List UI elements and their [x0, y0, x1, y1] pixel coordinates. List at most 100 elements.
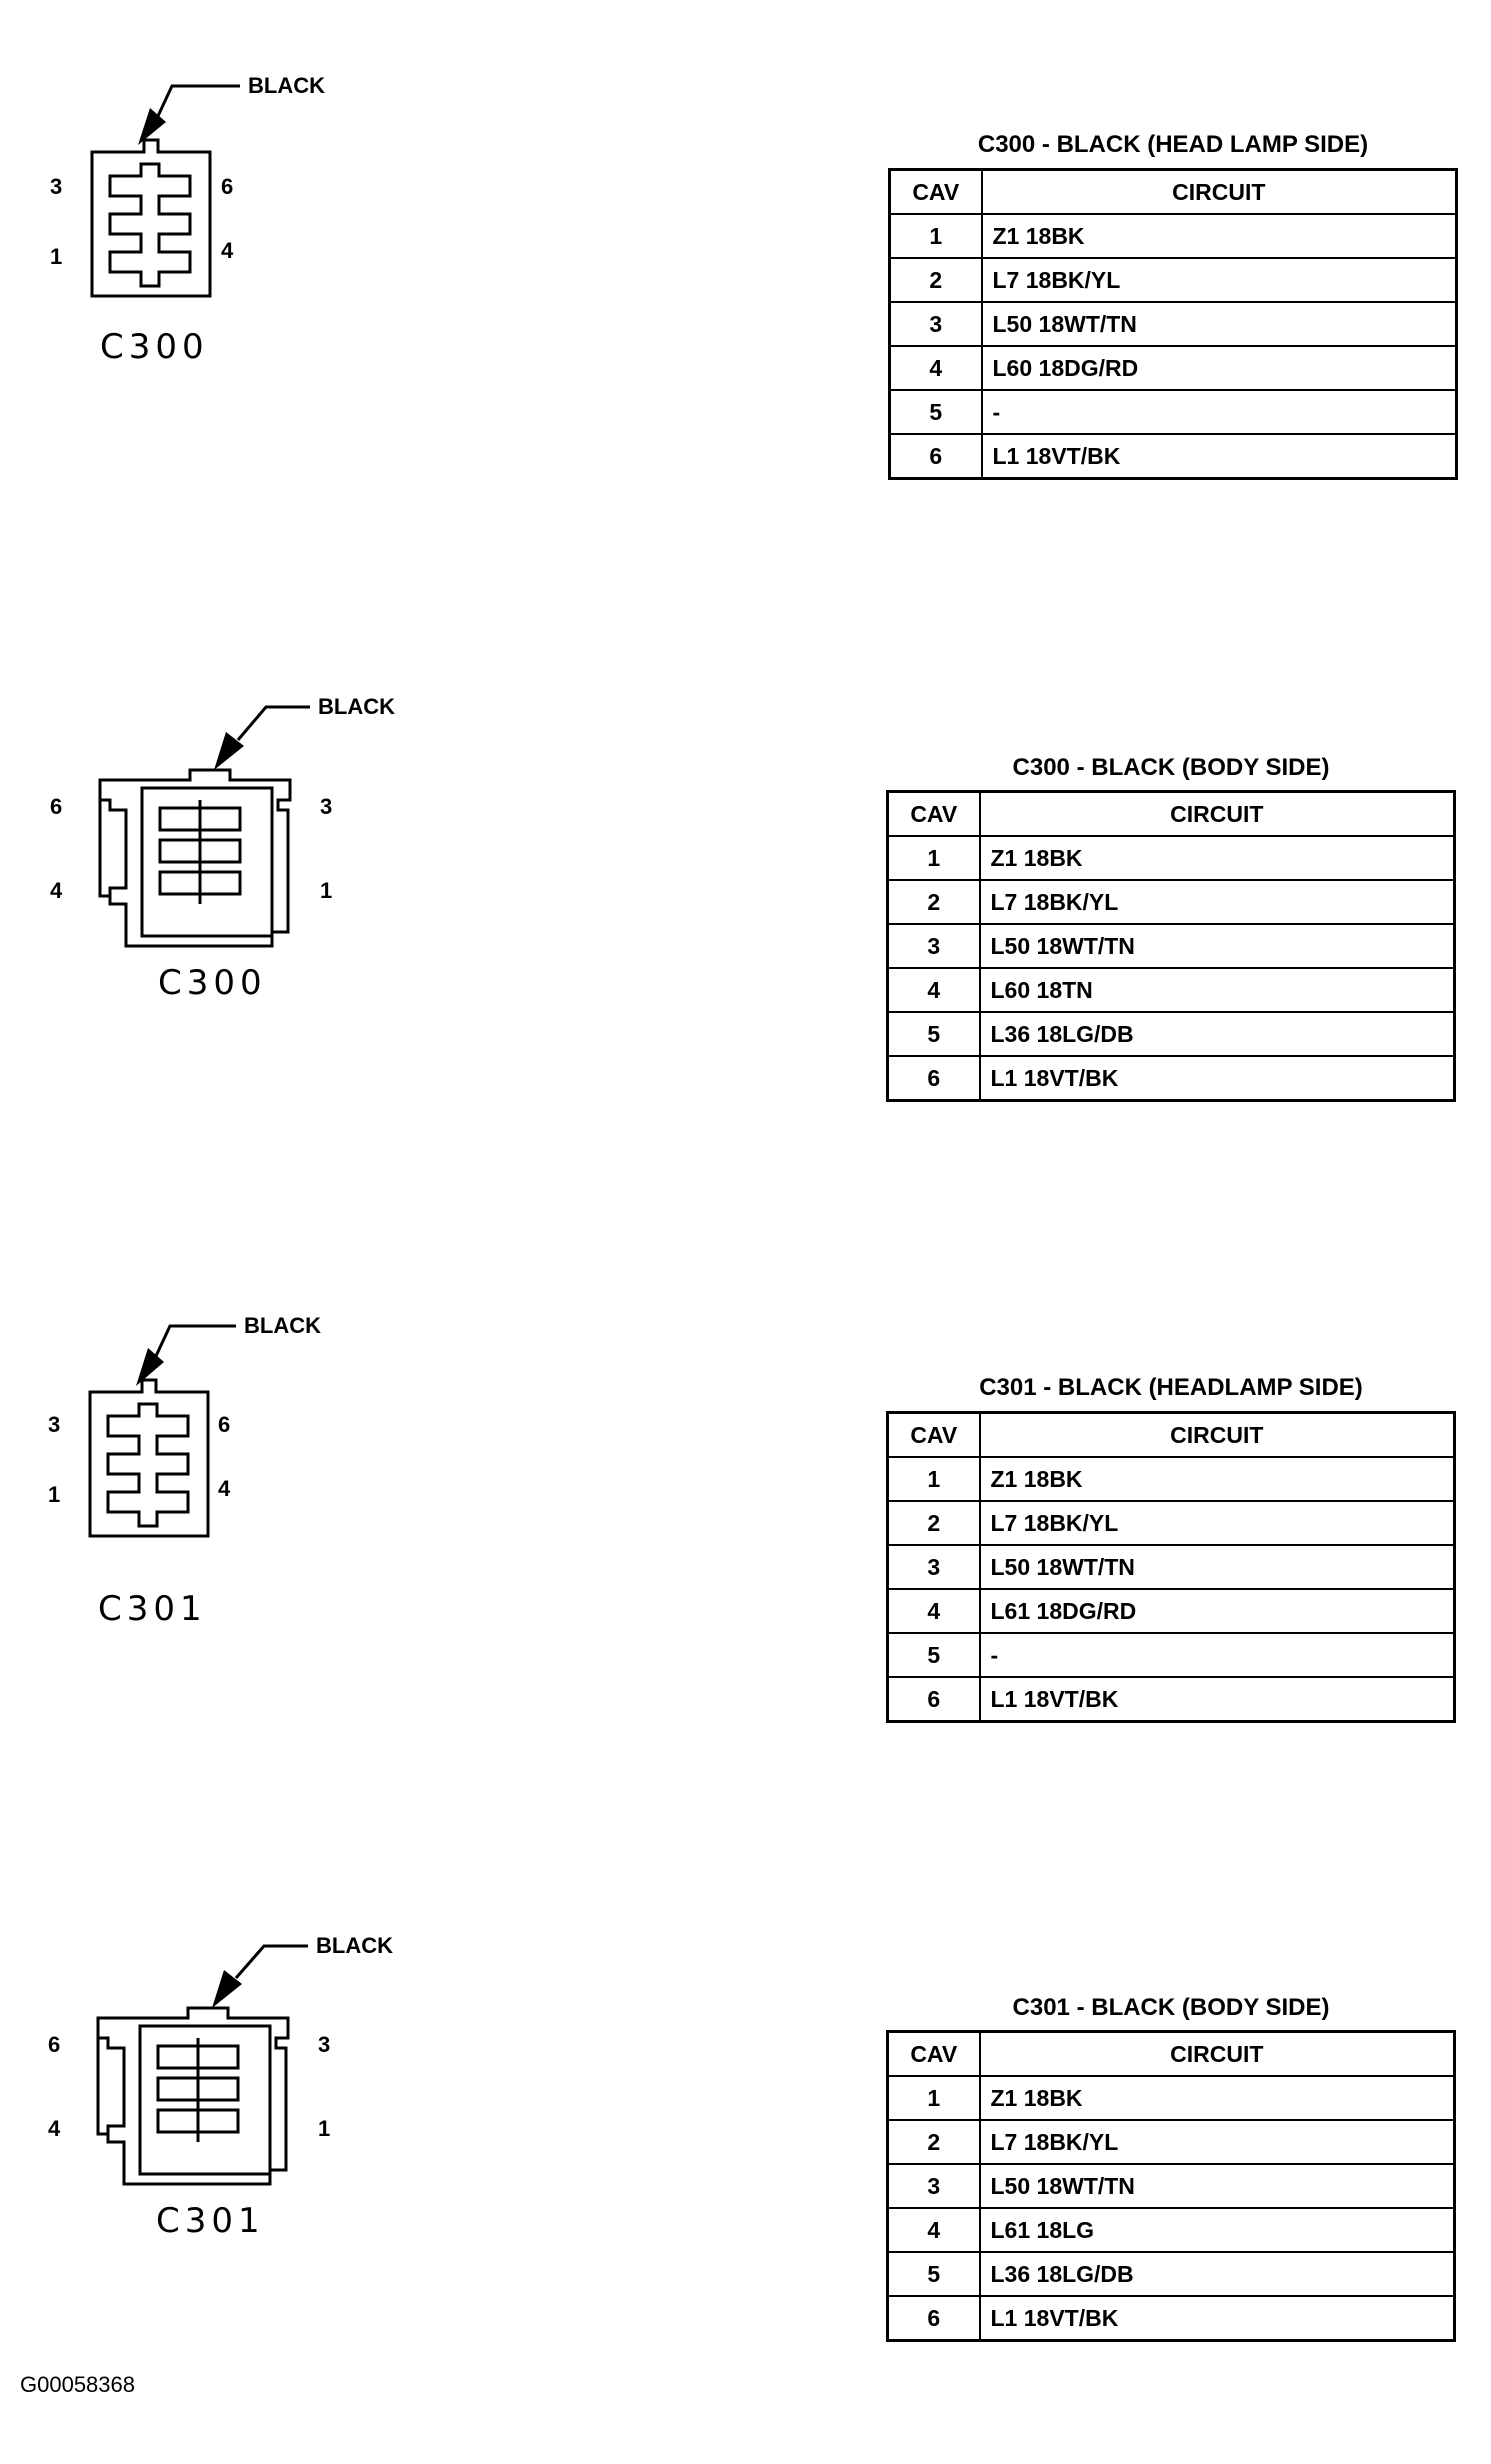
circuit-header: CIRCUIT — [978, 790, 1456, 837]
circuit-cell: L7 18BK/YL — [978, 1500, 1456, 1546]
circuit-cell: L50 18WT/TN — [980, 301, 1458, 347]
pin-label: 4 — [218, 1476, 231, 1501]
cav-cell: 3 — [886, 1544, 981, 1590]
table-row: 5- — [888, 389, 1458, 435]
pin-label: 1 — [48, 1482, 61, 1507]
table-header-row: CAV CIRCUIT — [888, 168, 1458, 215]
figure-code: G00058368 — [20, 2372, 135, 2397]
cav-cell: 4 — [886, 1588, 981, 1634]
cav-cell: 5 — [886, 1632, 981, 1678]
circuit-cell: L1 18VT/BK — [978, 1055, 1456, 1102]
table-row: 5- — [886, 1632, 1456, 1678]
cav-cell: 3 — [888, 301, 983, 347]
cav-cell: 6 — [886, 2295, 981, 2342]
pin-label: 4 — [48, 2116, 61, 2141]
cav-header: CAV — [886, 790, 981, 837]
circuit-cell: L50 18WT/TN — [978, 2163, 1456, 2209]
cav-header: CAV — [886, 1411, 981, 1458]
cav-cell: 2 — [886, 1500, 981, 1546]
cav-cell: 5 — [888, 389, 983, 435]
wire-color-label: BLACK — [244, 1313, 321, 1338]
cav-cell: 5 — [886, 2251, 981, 2297]
circuit-cell: L60 18DG/RD — [980, 345, 1458, 391]
circuit-header: CIRCUIT — [978, 2030, 1456, 2077]
circuit-cell: L50 18WT/TN — [978, 923, 1456, 969]
table-header-row: CAV CIRCUIT — [886, 1411, 1456, 1458]
pin-label: 6 — [221, 174, 234, 199]
circuit-cell: L7 18BK/YL — [978, 2119, 1456, 2165]
cav-cell: 3 — [886, 2163, 981, 2209]
circuit-cell: L36 18LG/DB — [978, 2251, 1456, 2297]
connector-name: C301 — [98, 1589, 207, 1629]
cav-cell: 6 — [886, 1055, 981, 1102]
pin-label: 3 — [318, 2032, 331, 2057]
cav-cell: 3 — [886, 923, 981, 969]
table-title: C300 - BLACK (HEAD LAMP SIDE) — [977, 131, 1369, 158]
cav-cell: 2 — [886, 879, 981, 925]
connector-name: C301 — [156, 2201, 265, 2241]
circuit-cell: Z1 18BK — [978, 835, 1456, 881]
table-title: C300 - BLACK (BODY SIDE) — [1012, 754, 1330, 781]
connector-name: C300 — [100, 327, 209, 367]
cav-cell: 1 — [886, 2075, 981, 2121]
connector-drawing — [98, 705, 310, 948]
circuit-cell: L61 18LG — [978, 2207, 1456, 2253]
cav-cell: 6 — [888, 433, 983, 480]
circuit-header: CIRCUIT — [980, 168, 1458, 215]
circuit-cell: L1 18VT/BK — [980, 433, 1458, 480]
cav-cell: 2 — [886, 2119, 981, 2165]
circuit-cell: L50 18WT/TN — [978, 1544, 1456, 1590]
circuit-cell: L7 18BK/YL — [980, 257, 1458, 303]
connector-drawing — [88, 1324, 236, 1538]
pin-label: 1 — [318, 2116, 331, 2141]
pin-label: 4 — [221, 238, 234, 263]
cav-cell: 1 — [886, 1456, 981, 1502]
pin-label: 3 — [50, 174, 63, 199]
pin-label: 6 — [48, 2032, 61, 2057]
pin-label: 3 — [48, 1412, 61, 1437]
circuit-cell: L1 18VT/BK — [978, 2295, 1456, 2342]
cav-cell: 1 — [888, 213, 983, 259]
wire-color-label: BLACK — [248, 73, 325, 98]
pin-label: 6 — [218, 1412, 231, 1437]
pin-label: 6 — [50, 794, 63, 819]
wire-color-label: BLACK — [316, 1933, 393, 1958]
circuit-cell: - — [980, 389, 1458, 435]
circuit-cell: Z1 18BK — [978, 2075, 1456, 2121]
pin-label: 1 — [320, 878, 333, 903]
cav-cell: 4 — [886, 967, 981, 1013]
cav-cell: 5 — [886, 1011, 981, 1057]
circuit-cell: L36 18LG/DB — [978, 1011, 1456, 1057]
circuit-cell: L61 18DG/RD — [978, 1588, 1456, 1634]
wire-color-label: BLACK — [318, 694, 395, 719]
cav-cell: 1 — [886, 835, 981, 881]
table-title: C301 - BLACK (HEADLAMP SIDE) — [979, 1374, 1363, 1401]
cav-cell: 6 — [886, 1676, 981, 1723]
circuit-cell: - — [978, 1632, 1456, 1678]
table-header-row: CAV CIRCUIT — [886, 2030, 1456, 2077]
cav-cell: 2 — [888, 257, 983, 303]
table-title: C301 - BLACK (BODY SIDE) — [1012, 1994, 1330, 2021]
cav-cell: 4 — [886, 2207, 981, 2253]
